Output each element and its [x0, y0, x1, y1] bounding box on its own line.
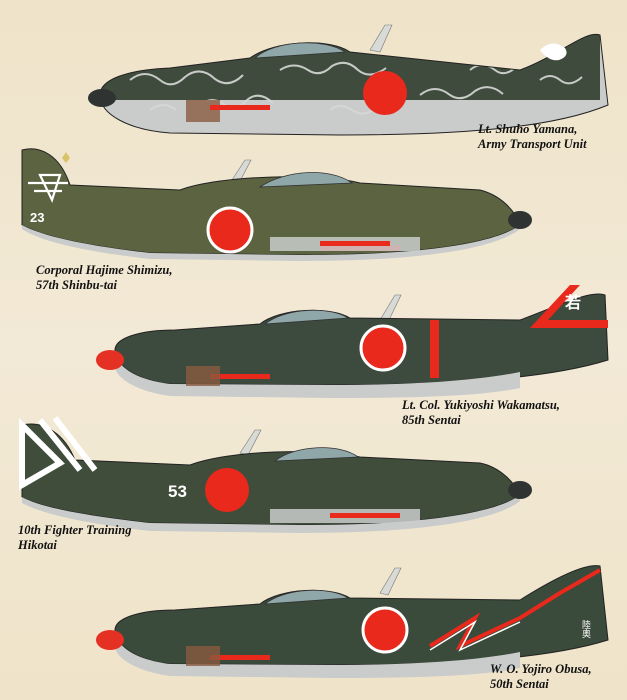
aircraft-5-caption-line2: 50th Sentai: [490, 677, 549, 691]
aircraft-1-caption-line2: Army Transport Unit: [478, 137, 587, 151]
aircraft-4-caption-line1: 10th Fighter Training: [18, 523, 132, 537]
aircraft-5-profile: 陸奥 W. O. Yojiro Obusa, 50th Sentai: [0, 558, 627, 698]
aircraft-1-caption-line1: Lt. Shuho Yamana,: [478, 122, 578, 136]
aircraft-4-profile: 53 10th Fighter Training Hikotai: [0, 415, 627, 555]
aircraft-3-caption: Lt. Col. Yukiyoshi Wakamatsu, 85th Senta…: [402, 398, 560, 428]
aircraft-2-number: 23: [30, 210, 44, 225]
aircraft-3-profile: 若 Lt. Col. Yukiyoshi Wakamatsu, 85th Sen…: [0, 280, 627, 427]
aircraft-3-caption-line2: 85th Sentai: [402, 413, 461, 427]
aircraft-1-caption: Lt. Shuho Yamana, Army Transport Unit: [478, 122, 587, 152]
aircraft-5-caption-line1: W. O. Yojiro Obusa,: [490, 662, 592, 676]
aircraft-5-tail-character: 陸奥: [580, 619, 591, 639]
aircraft-3-tail-character: 若: [564, 293, 581, 312]
aircraft-4-caption: 10th Fighter Training Hikotai: [18, 523, 131, 553]
aircraft-1-profile: Lt. Shuho Yamana, Army Transport Unit: [0, 10, 627, 152]
aircraft-2-caption-line1: Corporal Hajime Shimizu,: [36, 263, 173, 277]
aircraft-2-profile: 23 Corporal Hajime Shimizu, 57th Shinbu-…: [0, 145, 627, 292]
aircraft-3-caption-line1: Lt. Col. Yukiyoshi Wakamatsu,: [402, 398, 560, 412]
aircraft-2-caption-line2: 57th Shinbu-tai: [36, 278, 117, 292]
aircraft-5-caption: W. O. Yojiro Obusa, 50th Sentai: [490, 662, 592, 692]
aircraft-4-number: 53: [168, 482, 187, 501]
aircraft-2-caption: Corporal Hajime Shimizu, 57th Shinbu-tai: [36, 263, 173, 293]
aircraft-4-caption-line2: Hikotai: [18, 538, 57, 552]
